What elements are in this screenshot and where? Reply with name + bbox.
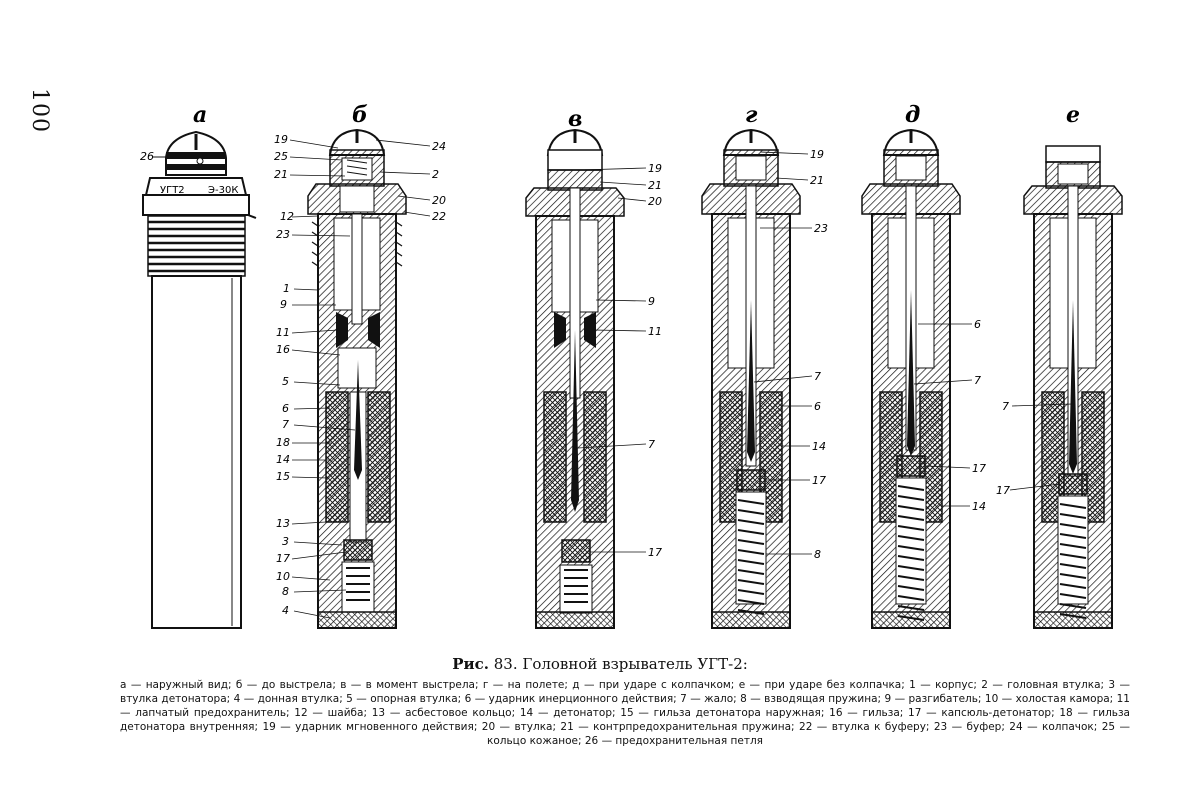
label-d-6: 6 xyxy=(974,318,981,331)
label-b-13: 13 xyxy=(276,517,290,530)
label-b-15: 15 xyxy=(276,470,290,483)
label-g-14: 14 xyxy=(812,440,826,453)
label-g-6: 6 xyxy=(814,400,821,413)
panel-d-impact-with-cap: 6 7 17 14 xyxy=(861,128,986,629)
fuze-figure: а б в г д е УГТ2 Э-30К 26 xyxy=(140,102,1123,629)
panel-v-at-firing: 19 21 20 9 11 7 17 xyxy=(525,128,662,629)
label-b-20: 20 xyxy=(432,194,446,207)
label-v-17: 17 xyxy=(648,546,662,559)
panel-letter-e: е xyxy=(1066,102,1080,128)
panel-a-external-view: УГТ2 Э-30К 26 xyxy=(140,130,257,629)
label-b-19: 19 xyxy=(274,133,288,146)
label-g-8: 8 xyxy=(814,548,821,561)
label-v-11: 11 xyxy=(648,325,662,338)
panel-e-impact-without-cap: 7 17 xyxy=(996,145,1123,629)
label-d-7: 7 xyxy=(974,374,981,387)
label-b-4: 4 xyxy=(282,604,289,617)
caption-number: 83. xyxy=(493,655,518,673)
label-b-8: 8 xyxy=(282,585,289,598)
label-b-6: 6 xyxy=(282,402,289,415)
label-d-14: 14 xyxy=(972,500,986,513)
label-a-26: 26 xyxy=(140,150,154,163)
label-v-19: 19 xyxy=(648,162,662,175)
label-d-17: 17 xyxy=(972,462,986,475)
label-b-10: 10 xyxy=(276,570,290,583)
label-b-22: 22 xyxy=(432,210,446,223)
label-e-7: 7 xyxy=(1002,400,1009,413)
label-b-21: 21 xyxy=(274,168,288,181)
panel-b-before-firing: 19 25 21 12 23 1 9 11 16 5 6 7 18 14 15 … xyxy=(274,128,446,629)
panel-letter-b: б xyxy=(352,102,368,128)
label-g-17: 17 xyxy=(812,474,826,487)
label-g-19: 19 xyxy=(810,148,824,161)
label-g-23: 23 xyxy=(814,222,828,235)
label-g-7: 7 xyxy=(814,370,821,383)
label-b-25: 25 xyxy=(274,150,288,163)
caption-prefix: Рис. xyxy=(452,655,489,673)
label-g-21: 21 xyxy=(810,174,824,187)
label-b-7: 7 xyxy=(282,418,289,431)
label-b-3: 3 xyxy=(282,535,289,548)
panel-letter-d: д xyxy=(905,102,920,128)
panel-letter-v: в xyxy=(568,106,582,132)
label-v-7: 7 xyxy=(648,438,655,451)
label-b-1: 1 xyxy=(283,282,290,295)
label-b-17: 17 xyxy=(276,552,290,565)
panel-b-labels: 19 25 21 12 23 1 9 11 16 5 6 7 18 14 15 … xyxy=(274,133,446,617)
label-b-24: 24 xyxy=(432,140,446,153)
panel-letter-a: а xyxy=(193,102,207,128)
label-v-21: 21 xyxy=(648,179,662,192)
caption-title: Рис. 83. Головной взрыватель УГТ-2: xyxy=(0,655,1200,673)
label-b-23: 23 xyxy=(276,228,290,241)
label-b-16: 16 xyxy=(276,343,290,356)
label-b-12: 12 xyxy=(280,210,294,223)
panel-g-in-flight: 19 21 23 7 6 14 17 8 xyxy=(701,128,828,629)
label-v-9: 9 xyxy=(648,295,655,308)
label-b-11: 11 xyxy=(276,326,290,339)
housing-mark-e30k: Э-30К xyxy=(208,185,238,196)
label-b-2: 2 xyxy=(432,168,439,181)
panel-letter-g: г xyxy=(745,102,758,128)
housing-mark-ugt2: УГТ2 xyxy=(160,185,185,196)
panel-letters: а б в г д е xyxy=(193,102,1080,132)
label-b-9: 9 xyxy=(280,298,287,311)
label-b-18: 18 xyxy=(276,436,290,449)
caption-title-text: Головной взрыватель УГТ-2: xyxy=(522,655,748,673)
caption-body: а — наружный вид; б — до выстрела; в — в… xyxy=(120,679,1130,747)
label-b-14: 14 xyxy=(276,453,290,466)
label-e-17: 17 xyxy=(996,484,1010,497)
label-v-20: 20 xyxy=(648,195,662,208)
label-b-5: 5 xyxy=(282,375,289,388)
